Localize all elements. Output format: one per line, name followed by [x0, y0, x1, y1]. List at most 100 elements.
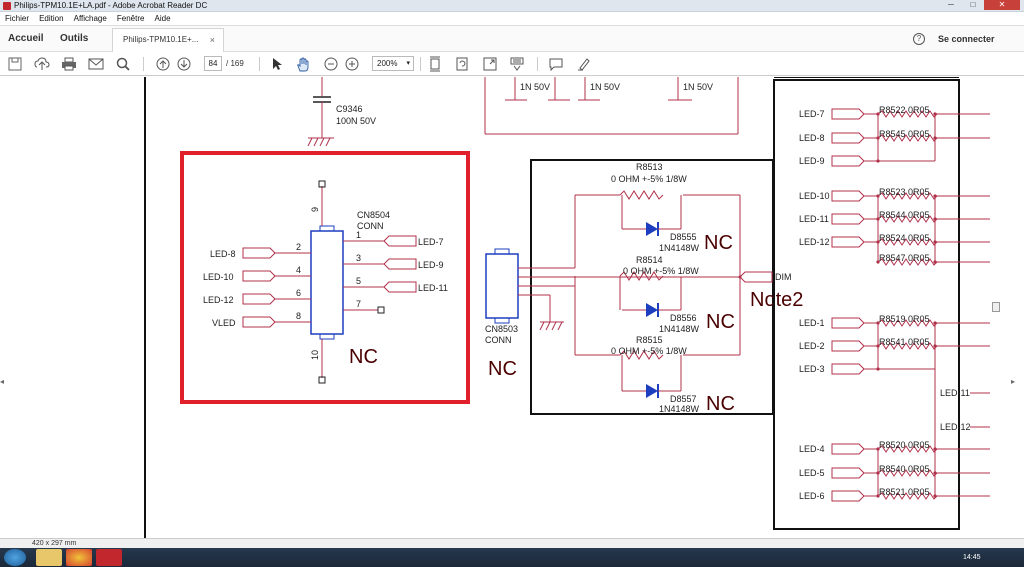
net-led-12: LED-12 [799, 237, 830, 247]
net-vled: VLED [212, 318, 236, 328]
zoom-in-icon[interactable] [343, 55, 361, 73]
net-led-5: LED-5 [799, 468, 825, 478]
page-total: / 169 [226, 59, 244, 68]
resistor [877, 110, 938, 118]
page-size: 420 x 297 mm [32, 540, 77, 547]
cn8504-type: CONN [357, 221, 384, 231]
net-led-3: LED-3 [799, 364, 825, 374]
net-flag [831, 467, 865, 479]
connector-cn8503: CN8503 CONN NC [485, 248, 740, 380]
net-led-7: LED-7 [418, 237, 444, 247]
tab-tools[interactable]: Outils [60, 33, 89, 44]
document-view[interactable]: C9346 100N 50V 1N 50V 1N 50V 1N 50V [0, 77, 1024, 538]
mail-icon[interactable] [87, 55, 105, 73]
resistor [877, 492, 938, 500]
tab-close-icon[interactable]: × [209, 35, 215, 45]
resistor [877, 134, 938, 142]
zoom-value: 200% [377, 59, 398, 68]
print-icon[interactable] [60, 55, 78, 73]
page-up-icon[interactable] [154, 55, 172, 73]
schematic-drawing: C9346 100N 50V 1N 50V 1N 50V 1N 50V [144, 77, 990, 538]
net-led-2: LED-2 [799, 341, 825, 351]
window-title: Philips-TPM10.1E+LA.pdf - Adobe Acrobat … [14, 1, 208, 10]
save-icon[interactable] [6, 55, 24, 73]
title-bar: Philips-TPM10.1E+LA.pdf - Adobe Acrobat … [0, 0, 1024, 12]
svg-text:7: 7 [356, 299, 361, 309]
d8555-type: 1N4148W [659, 243, 700, 253]
r8515-value: 0 OHM +-5% 1/8W [611, 346, 687, 356]
fit-page-icon[interactable] [426, 55, 444, 73]
c9346-label: C9346 [336, 104, 363, 114]
net-flag [831, 490, 865, 502]
explorer-taskbar-icon[interactable] [36, 549, 62, 566]
help-icon[interactable]: ? [913, 33, 925, 45]
menu-aide[interactable]: Aide [154, 14, 171, 23]
page-number-input[interactable]: 84 [204, 56, 222, 71]
dimming-network: R8513 0 OHM +-5% 1/8W D8555 1N4148W NC R… [574, 162, 803, 415]
capacitor-c9346: C9346 100N 50V [307, 77, 376, 147]
toolbar: 84 / 169 200% ▾ [0, 52, 1024, 76]
zoom-out-icon[interactable] [322, 55, 340, 73]
prev-page-arrow-icon[interactable]: ◂ [0, 377, 5, 386]
nc-label-d8556: NC [706, 311, 735, 333]
highlight-box [180, 151, 470, 404]
svg-text:5: 5 [356, 276, 361, 286]
svg-text:2: 2 [296, 242, 301, 252]
minimize-button[interactable]: ─ [948, 0, 954, 9]
net-flag [831, 317, 865, 329]
net-flag [831, 108, 865, 120]
nc-label-d8557: NC [706, 393, 735, 415]
chrome-taskbar-icon[interactable] [66, 549, 92, 566]
net-led-12-extra: LED-12 [940, 422, 971, 432]
maximize-button[interactable]: □ [970, 0, 976, 9]
net-flag [831, 190, 865, 202]
net-flag [831, 132, 865, 144]
sign-in-link[interactable]: Se connecter [938, 34, 995, 44]
nc-label-cn8504: NC [349, 346, 378, 368]
comment-icon[interactable] [547, 55, 565, 73]
cap-value-3: 1N 50V [683, 82, 713, 92]
menu-bar: Fichier Edition Affichage Fenêtre Aide [0, 12, 1024, 26]
menu-edition[interactable]: Edition [39, 14, 64, 23]
select-pointer-icon[interactable] [268, 55, 286, 73]
net-led-11: LED-11 [799, 214, 829, 224]
resistor-label: R8523 0R05 [879, 187, 930, 197]
net-led-1: LED-1 [799, 318, 825, 328]
note2-label: Note2 [750, 289, 803, 311]
net-flag [831, 155, 865, 167]
menu-fenetre[interactable]: Fenêtre [116, 14, 145, 23]
tab-home[interactable]: Accueil [8, 33, 44, 44]
capacitor-bank: 1N 50V 1N 50V 1N 50V [484, 77, 739, 135]
tab-document[interactable]: Philips-TPM10.1E+... × [112, 28, 224, 52]
tab-bar: Accueil Outils Philips-TPM10.1E+... × ? … [0, 26, 1024, 52]
page-down-icon[interactable] [175, 55, 193, 73]
read-mode-icon[interactable] [508, 55, 526, 73]
net-flag [831, 340, 865, 352]
zoom-select[interactable]: 200% ▾ [372, 56, 414, 71]
rotate-icon[interactable] [453, 55, 471, 73]
hand-icon[interactable] [294, 55, 312, 73]
nc-label-cn8503: NC [488, 358, 517, 380]
led-resistor-box [773, 79, 960, 530]
dim-label: DIM [775, 272, 792, 282]
acrobat-taskbar-icon[interactable] [96, 549, 122, 566]
svg-text:8: 8 [296, 311, 301, 321]
scrollbar-thumb[interactable] [992, 302, 1000, 312]
resistor-label: R8541 0R05 [879, 337, 930, 347]
resistor-label: R8547 0R05 [879, 253, 930, 263]
fullscreen-icon[interactable] [481, 55, 499, 73]
r8515-label: R8515 [636, 335, 663, 345]
close-button[interactable]: ✕ [984, 0, 1020, 10]
upload-icon[interactable] [33, 55, 51, 73]
next-page-arrow-icon[interactable]: ▸ [1011, 377, 1016, 386]
resistor-label: R8524 0R05 [879, 233, 930, 243]
search-icon[interactable] [114, 55, 132, 73]
menu-fichier[interactable]: Fichier [5, 14, 30, 23]
menu-affichage[interactable]: Affichage [73, 14, 107, 23]
highlight-pen-icon[interactable] [575, 55, 593, 73]
start-button[interactable] [4, 549, 26, 566]
svg-text:3: 3 [356, 253, 361, 263]
d8557-type: 1N4148W [659, 404, 700, 414]
cn8504-label: CN8504 [357, 210, 390, 220]
